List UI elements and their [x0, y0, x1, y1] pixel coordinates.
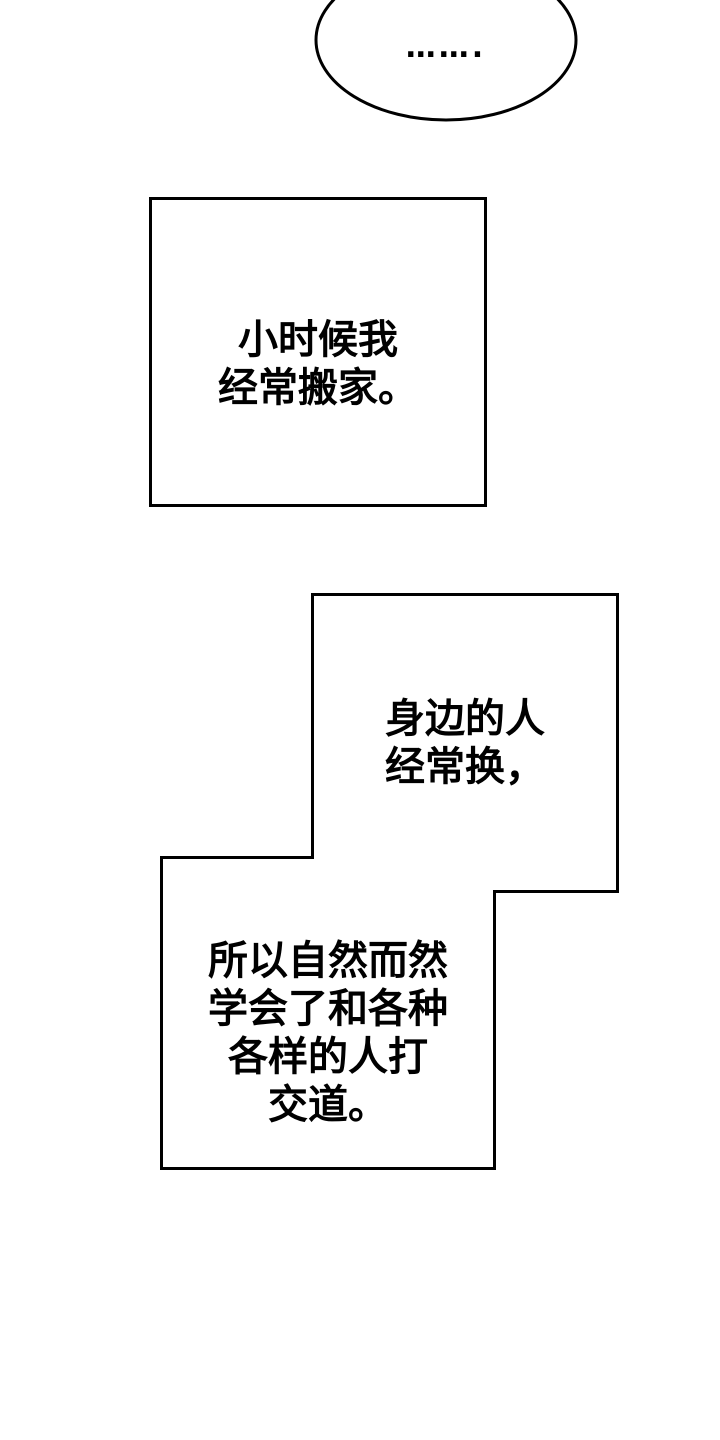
speech-line: 身边的人 [385, 696, 545, 742]
speech-line: 学会了和各种 [208, 986, 448, 1032]
panel-people-text: 身边的人 经常换， [311, 593, 619, 893]
panel-stepped-outline [160, 593, 619, 1170]
ellipsis-speech-text: ……. [316, 0, 576, 96]
speech-line: 各样的人打 [228, 1034, 428, 1080]
speech-line: ……. [405, 30, 487, 65]
panel-learned-text: 所以自然而然 学会了和各种 各样的人打 交道。 [160, 856, 496, 1170]
speech-line: 交道。 [268, 1082, 388, 1128]
speech-line: 小时候我 [238, 317, 398, 363]
ellipsis-speech-bubble-outline [314, 0, 578, 122]
speech-line: 经常换， [385, 744, 545, 790]
panel-childhood-text: 小时候我 经常搬家。 [149, 197, 487, 507]
speech-line: 所以自然而然 [208, 938, 448, 984]
speech-line: 经常搬家。 [218, 365, 418, 411]
panel-childhood-outline [149, 197, 487, 507]
